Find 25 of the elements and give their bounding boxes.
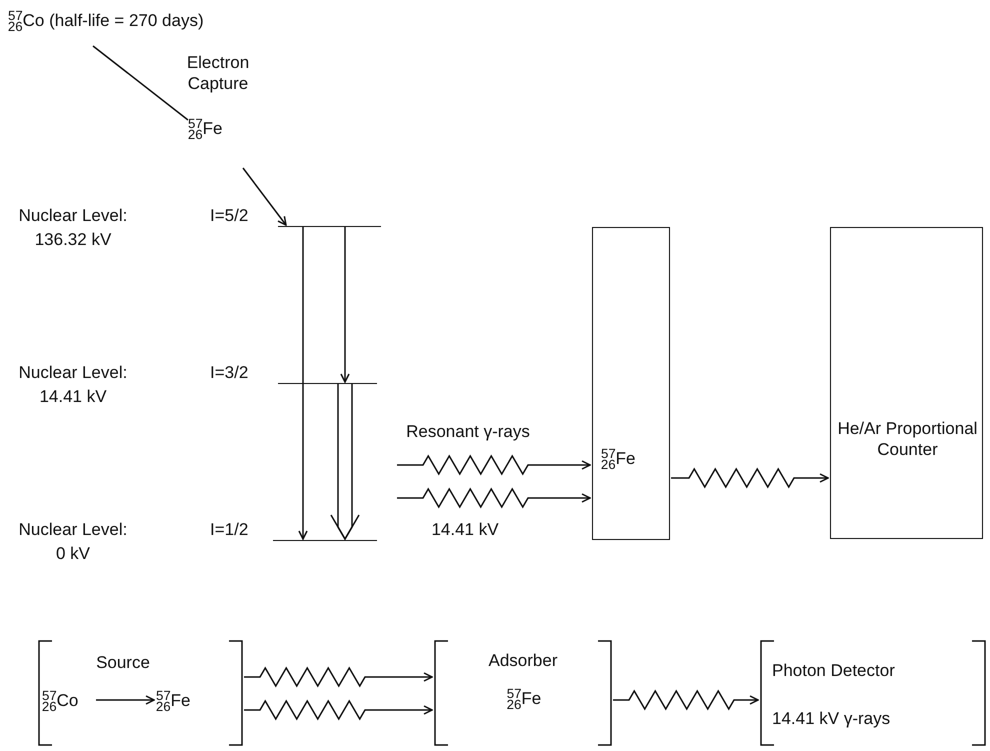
transition-arrow (242, 168, 287, 226)
spin-label: I=5/2 (210, 205, 250, 227)
spin-label: I=3/2 (210, 362, 250, 384)
absorber-box (592, 227, 670, 540)
bracket-label: Photon Detector (772, 660, 896, 682)
counter-box (830, 227, 983, 539)
transition-arrow (96, 695, 155, 705)
decay-line (92, 45, 188, 121)
energy-level-label: Nuclear Level: 14.41 kV (18, 362, 128, 408)
bracket-label: Adsorber (488, 650, 558, 672)
transition-arrow (298, 227, 308, 540)
box-label: He/Ar Proportional Counter (836, 418, 978, 460)
transition-arrow (340, 227, 350, 383)
bracket-label: Source (95, 652, 151, 674)
transition-arrow (330, 383, 360, 540)
energy-level-label: Nuclear Level: 136.32 kV (18, 205, 128, 251)
spin-label: I=1/2 (210, 519, 250, 541)
gamma-ray-arrow (244, 700, 433, 720)
energy-level-label: Nuclear Level: 0 kV (18, 519, 128, 565)
gamma-ray-arrow (244, 666, 433, 688)
gamma-ray-arrow (397, 454, 591, 476)
gamma-ray-arrow (397, 488, 591, 508)
bracket-label: 14.41 kV γ-rays (772, 708, 892, 730)
gamma-ray-arrow (613, 690, 759, 710)
gamma-ray-arrow (671, 468, 829, 488)
